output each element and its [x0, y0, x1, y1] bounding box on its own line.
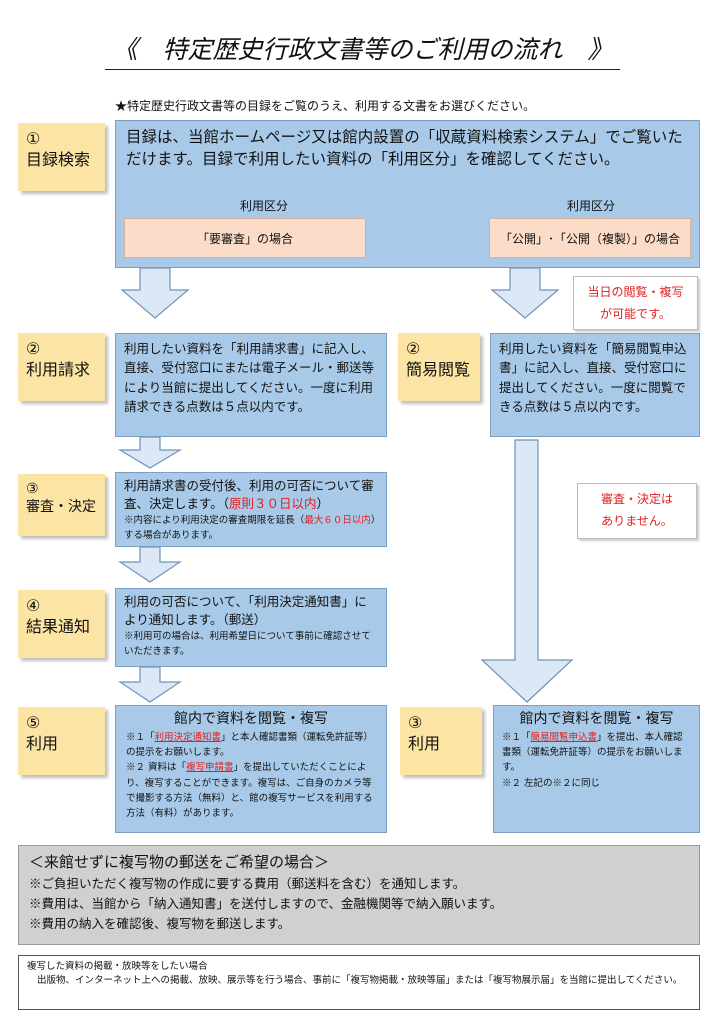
step5-note2-red: 複写申請書 [186, 762, 234, 774]
step3-right-num: ③ [408, 713, 423, 732]
kubun-label-left: 利用区分 [240, 199, 289, 213]
step3-small-red: 最大６０日以内 [304, 515, 371, 527]
mail-line2: ※費用は、当館から「納入通知書」を送付しますので、金融機関等で納入願います。 [29, 896, 503, 911]
mail-section: ＜来館せずに複写物の郵送をご希望の場合＞ ※ご負担いただく複写物の作成に要する費… [18, 845, 700, 945]
arrow-step2-left [117, 436, 183, 469]
footer-heading: 複写した資料の掲載・放映等をしたい場合 [27, 961, 208, 972]
kubun-label-right: 利用区分 [567, 199, 616, 213]
step4-body-box: 利用の可否について、「利用決定通知書」により通知します。（郵送） ※利用可の場合… [115, 588, 387, 667]
step3-small-b: ）する場合があります。 [124, 515, 376, 542]
step5-heading: 館内で資料を閲覧・複写 [174, 711, 328, 727]
step1-body: 目録は、当館ホームページ又は館内設置の「収蔵資料検索システム」でご覧いただけます… [126, 128, 683, 169]
step2-left-num: ② [26, 339, 41, 358]
step3-right-note1-b: 」を提出、本人確認書類（運転免許証等）の提示をお願いします。 [502, 732, 683, 774]
no-review-note-line1: 審査・決定は [600, 492, 673, 506]
mail-line3: ※費用の納入を確認後、複写物を郵送します。 [29, 916, 291, 931]
step3-small: ※内容により利用決定の審査期限を延長（最大６０日以内）する場合があります。 [124, 513, 378, 543]
step3-body-b: ） [316, 496, 330, 512]
arrow-step1-left [120, 267, 190, 319]
step5-note2-b: 」を提出していただくことにより、複写することができます。複写は、ご自身のカメラ等… [126, 762, 373, 819]
page-title: 《 特定歴史行政文書等のご利用の流れ 》 [105, 30, 620, 70]
step3-right-note1-a: ※１「 [502, 732, 531, 743]
step2-left-label: 利用請求 [26, 359, 91, 379]
step2-right-body-box: 利用したい資料を「簡易閲覧申込書」に記入し、直接、受付窓口に提出してください。一… [490, 333, 700, 437]
same-day-note-line2: が可能です。 [600, 307, 671, 321]
mail-heading: ＜来館せずに複写物の郵送をご希望の場合＞ [29, 853, 330, 871]
step2-right-label-box: ② 簡易閲覧 [398, 333, 480, 401]
no-review-note-line2: ありません。 [601, 514, 673, 528]
step3-label-box: ③ 審査・決定 [18, 474, 105, 536]
arrow-step4-left [118, 666, 182, 703]
step4-num: ④ [26, 596, 41, 615]
step3-small-a: ※内容により利用決定の審査期限を延長（ [124, 515, 305, 527]
step5-num: ⑤ [26, 713, 41, 732]
step5-label: 利用 [26, 733, 59, 753]
step3-body-red: 原則３０日以内 [229, 496, 317, 512]
step3-right-heading: 館内で資料を閲覧・複写 [519, 711, 674, 727]
arrow-step3-left [118, 546, 182, 583]
same-day-note-line1: 当日の閲覧・複写 [587, 285, 684, 299]
step2-right-body: 利用したい資料を「簡易閲覧申込書」に記入し、直接、受付窓口に提出してください。一… [499, 341, 687, 415]
step5-note2-a: ※２ 資料は「 [126, 762, 187, 774]
step1-label-box: ① 目録検索 [18, 123, 105, 191]
step4-body: 利用の可否について、「利用決定通知書」により通知します。（郵送） [124, 594, 367, 628]
mail-line1: ※ご負担いただく複写物の作成に要する費用（郵送料を含む）を通知します。 [29, 876, 466, 891]
step1-label: 目録検索 [26, 149, 91, 169]
footer-box: 複写した資料の掲載・放映等をしたい場合 出版物、インターネット上への掲載、放映、… [18, 955, 700, 1010]
step3-right-label: 利用 [408, 733, 441, 753]
arrow-step1-right [490, 267, 560, 319]
step2-left-body: 利用したい資料を「利用請求書」に記入し、直接、受付窓口にまたは電子メール・郵送等… [124, 341, 375, 415]
step5-label-box: ⑤ 利用 [18, 707, 105, 775]
step4-label-box: ④ 結果通知 [18, 590, 105, 658]
intro-text: ★特定歴史行政文書等の目録をご覧のうえ、利用する文書をお選びください。 [115, 99, 536, 113]
step3-right-note1-red: 簡易閲覧申込書 [530, 732, 598, 743]
kubun-right-box: 「公開」･「公開（複製）」の場合 [489, 218, 691, 258]
step3-right-note2: ※２ 左記の※２に同じ [502, 777, 601, 789]
step4-small: ※利用可の場合は、利用希望日について事前に確認させていただきます。 [124, 631, 371, 658]
arrow-right-long [480, 439, 574, 703]
step3-body-a: 利用請求書の受付後、利用の可否について審査、決定します。（ [124, 478, 374, 512]
no-review-note: 審査・決定は ありません。 [577, 483, 697, 539]
step3-right-note1: ※１「簡易閲覧申込書」を提出、本人確認書類（運転免許証等）の提示をお願いします。 [502, 730, 691, 776]
step3-label: 審査・決定 [26, 499, 96, 516]
step5-note1-a: ※１「 [126, 732, 155, 743]
step5-note1-b: 」と本人確認書類（運転免許証等）の提示をお願いします。 [126, 732, 374, 759]
step4-label: 結果通知 [26, 616, 91, 636]
step5-body-box: 館内で資料を閲覧・複写 ※１「利用決定通知書」と本人確認書類（運転免許証等）の提… [115, 705, 387, 833]
footer-body: 出版物、インターネット上への掲載、放映、展示等を行う場合、事前に「複写物掲載・放… [37, 975, 683, 987]
step3-right-label-box: ③ 利用 [400, 707, 482, 775]
same-day-note: 当日の閲覧・複写 が可能です。 [573, 276, 698, 330]
step1-num: ① [26, 129, 41, 148]
step2-left-label-box: ② 利用請求 [18, 333, 105, 401]
step5-note2: ※２ 資料は「複写申請書」を提出していただくことにより、複写することができます。… [124, 760, 378, 821]
step2-right-label: 簡易閲覧 [406, 359, 471, 379]
kubun-left-box: 「要審査」の場合 [124, 218, 366, 258]
step3-body-box: 利用請求書の受付後、利用の可否について審査、決定します。（原則３０日以内） ※内… [115, 472, 387, 547]
step5-note1-red: 利用決定通知書 [154, 732, 222, 743]
step2-right-num: ② [406, 339, 421, 358]
step3-right-body-box: 館内で資料を閲覧・複写 ※１「簡易閲覧申込書」を提出、本人確認書類（運転免許証等… [493, 705, 700, 833]
step5-note1: ※１「利用決定通知書」と本人確認書類（運転免許証等）の提示をお願いします。 [124, 730, 378, 760]
step3-num: ③ [26, 481, 39, 497]
step2-left-body-box: 利用したい資料を「利用請求書」に記入し、直接、受付窓口にまたは電子メール・郵送等… [115, 333, 387, 437]
